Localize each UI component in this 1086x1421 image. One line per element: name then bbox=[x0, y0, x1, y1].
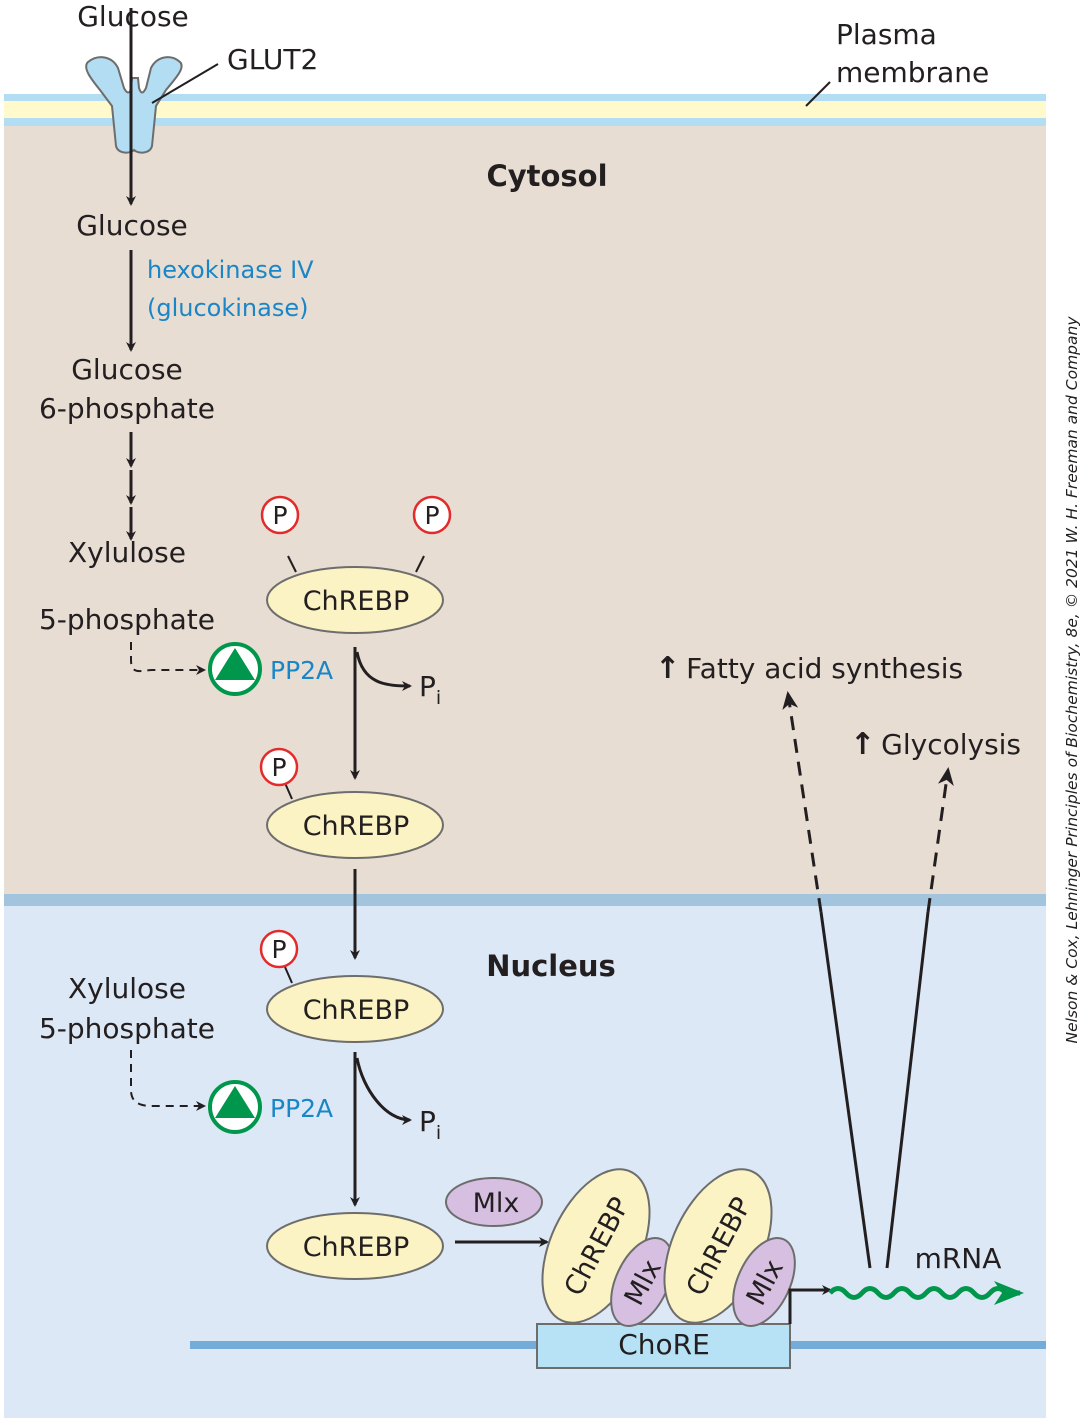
plasma-membrane bbox=[4, 94, 1046, 126]
glycolysis-output-arrow-dashed bbox=[926, 767, 954, 913]
chrebp-monophosphorylated-cytosol: P ChREBP bbox=[259, 747, 444, 859]
enzyme-label-line2: (glucokinase) bbox=[147, 294, 308, 322]
pp2a-icon bbox=[208, 1080, 262, 1134]
cytosol-label: Cytosol bbox=[486, 159, 607, 193]
nucleus-label: Nucleus bbox=[486, 949, 616, 983]
glycolysis-output-arrow-solid bbox=[885, 911, 930, 1269]
pp2a-activation-arrow-nucleus bbox=[130, 1050, 206, 1111]
phosphate-label: P bbox=[424, 501, 439, 530]
fatty-acid-output-arrow-dashed bbox=[782, 691, 823, 913]
chrebp-label: ChREBP bbox=[303, 811, 410, 842]
plasma-membrane-leader-line bbox=[805, 81, 831, 107]
pi-release-arrow-nucleus bbox=[355, 1057, 412, 1125]
chrebp-label: ChREBP bbox=[303, 1232, 410, 1263]
pp2a-label-cytosol: PP2A bbox=[270, 656, 333, 685]
pi-release-arrow-cytosol bbox=[355, 651, 412, 691]
x5p-cytosol-label-line2: 5-phosphate bbox=[39, 603, 215, 636]
x5p-nucleus-label-line2: 5-phosphate bbox=[39, 1012, 215, 1045]
plasma-membrane-label-line1: Plasma bbox=[836, 18, 937, 51]
glut2-leader-line bbox=[151, 63, 219, 104]
phosphate-label: P bbox=[272, 501, 287, 530]
transcription-start-arrow bbox=[788, 1285, 832, 1324]
g6p-label-line1: Glucose bbox=[71, 353, 183, 386]
phosphate-label: P bbox=[271, 753, 286, 782]
phosphate-group-icon bbox=[259, 929, 299, 969]
pp2a-label-nucleus: PP2A bbox=[270, 1094, 333, 1123]
chrebp-mlx-complex-2: ChREBP Mlx bbox=[663, 1168, 796, 1327]
nuclear-envelope bbox=[4, 894, 1046, 906]
chrebp-mlx-complex-1: ChREBP Mlx bbox=[541, 1168, 674, 1327]
chrebp-diphosphorylated: P P ChREBP bbox=[260, 495, 452, 634]
pp2a-activation-arrow-cytosol bbox=[130, 642, 206, 675]
glucose-outside-label: Glucose bbox=[77, 0, 189, 33]
chore-element bbox=[536, 1323, 791, 1369]
copyright-credit: Nelson & Cox, Lehninger Principles of Bi… bbox=[1063, 316, 1081, 1044]
mlx-label: Mlx bbox=[473, 1188, 520, 1219]
x5p-nucleus-label-line1: Xylulose bbox=[68, 972, 186, 1005]
mlx-protein: Mlx bbox=[445, 1177, 543, 1227]
chrebp-label: ChREBP bbox=[303, 995, 410, 1026]
pp2a-icon bbox=[208, 642, 262, 696]
fatty-acid-output-arrow-solid bbox=[819, 911, 872, 1269]
x5p-cytosol-label-line1: Xylulose bbox=[68, 536, 186, 569]
glucose-inside-label: Glucose bbox=[76, 209, 188, 242]
chrebp-dephosphorylated: ChREBP bbox=[266, 1212, 444, 1280]
mrna-label: mRNA bbox=[915, 1242, 1002, 1275]
nucleus-region bbox=[4, 904, 1046, 1418]
glut2-label: GLUT2 bbox=[227, 43, 318, 76]
glycolysis-label: ↑Glycolysis bbox=[850, 727, 1021, 762]
pi-label-nucleus: Pi bbox=[419, 1105, 441, 1144]
chrebp-label: ChREBP bbox=[303, 586, 410, 617]
pi-label-cytosol: Pi bbox=[419, 670, 441, 709]
chore-label: ChoRE bbox=[618, 1328, 710, 1361]
phosphate-label: P bbox=[271, 935, 286, 964]
phosphate-group-icon bbox=[412, 495, 452, 535]
glut2-transporter-icon bbox=[85, 56, 183, 154]
g6p-label-line2: 6-phosphate bbox=[39, 392, 215, 425]
enzyme-label-line1: hexokinase IV bbox=[147, 256, 314, 284]
fatty-acid-synthesis-label: ↑Fatty acid synthesis bbox=[655, 651, 963, 686]
phosphate-group-icon bbox=[259, 747, 299, 787]
cytosol-region bbox=[4, 124, 1046, 896]
chrebp-monophosphorylated-nucleus: P ChREBP bbox=[259, 929, 444, 1043]
phosphate-group-icon bbox=[260, 495, 300, 535]
mrna-strand bbox=[828, 1281, 1024, 1305]
plasma-membrane-label-line2: membrane bbox=[836, 56, 989, 89]
